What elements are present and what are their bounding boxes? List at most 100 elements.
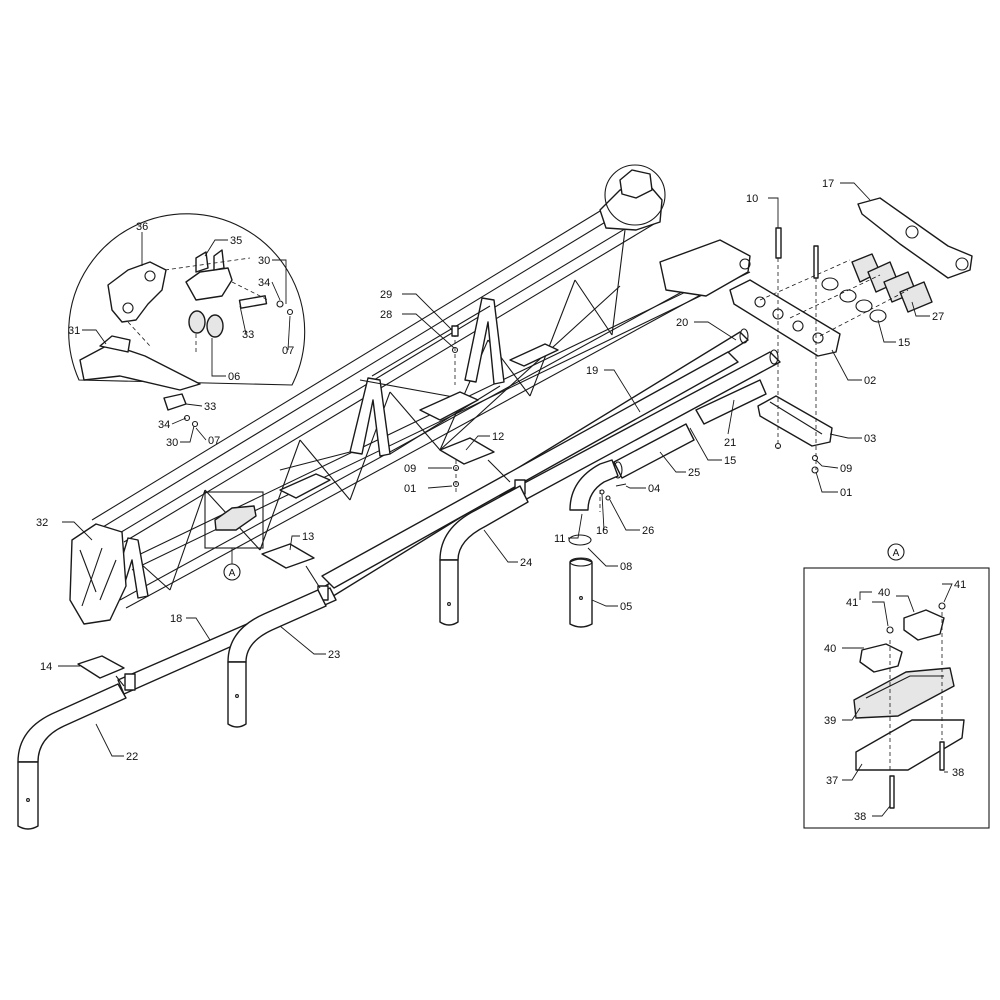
washer-28 <box>451 346 459 354</box>
clamp-plate-12 <box>439 437 495 465</box>
deck-plate <box>509 343 559 367</box>
pipe-19 <box>321 351 739 589</box>
front-end-bracket-detail <box>79 547 117 607</box>
callout-37: 37 <box>826 775 838 787</box>
nut-01 <box>811 466 819 474</box>
callout-01b: 01 <box>840 487 852 499</box>
callout-11: 11 <box>554 533 565 545</box>
callout-18: 18 <box>170 613 182 625</box>
nut <box>774 442 782 450</box>
saddle-plate-03-ridge <box>769 401 823 435</box>
callout-20: 20 <box>676 317 688 329</box>
bolt-38 <box>939 741 945 771</box>
mount-parts-right <box>729 197 973 474</box>
washer-09 <box>452 464 460 472</box>
bracket-plate-36 <box>107 261 167 323</box>
hinge-pin-33 <box>163 393 187 411</box>
nut-01 <box>452 480 460 488</box>
callout-34: 34 <box>258 277 270 289</box>
washer-16 <box>599 489 605 495</box>
washer-09 <box>811 454 819 462</box>
washer-34 <box>276 300 284 308</box>
deck-plate <box>279 473 331 499</box>
callout-07: 07 <box>282 345 294 357</box>
long-bolt <box>813 245 819 279</box>
callout-09: 09 <box>404 463 416 475</box>
callout-41b: 41 <box>846 597 858 609</box>
elbow-pipe-23 <box>227 589 327 663</box>
bracket-17 <box>857 197 973 279</box>
callout-09b: 09 <box>840 463 852 475</box>
rubber-bushing-06 <box>206 314 224 338</box>
callout-26: 26 <box>642 525 654 537</box>
hose-clamp-15 <box>855 299 873 313</box>
nut-41 <box>886 626 894 634</box>
nut-41 <box>938 602 946 610</box>
drop-tube-22 <box>17 761 39 830</box>
callout-40b: 40 <box>824 643 836 655</box>
plate-hole <box>812 332 824 344</box>
callout-16: 16 <box>596 525 608 537</box>
callout-12: 12 <box>492 431 504 443</box>
clamp-bracket-35 <box>185 267 233 301</box>
callout-21: 21 <box>724 437 736 449</box>
boom-truss-frame <box>69 164 751 625</box>
callout-15: 15 <box>898 337 910 349</box>
callout-25: 25 <box>688 467 700 479</box>
callout-33b: 33 <box>204 401 216 413</box>
detail-bracket-31 <box>99 335 131 353</box>
short-tube-21b <box>695 379 767 425</box>
pipe-clamp <box>124 673 136 691</box>
callout-30: 30 <box>258 255 270 267</box>
drop-pipe-24 <box>439 485 529 626</box>
clamp-strap <box>115 459 511 687</box>
mounting-plate-02 <box>729 279 841 357</box>
washer-26 <box>605 495 611 501</box>
mount-bracket-40 <box>903 609 945 641</box>
housing-block-39 <box>853 667 955 719</box>
hose-clamp-15 <box>839 289 857 303</box>
lower-chord-inner <box>125 291 707 609</box>
callout-41: 41 <box>954 579 966 591</box>
callout-07b: 07 <box>208 435 220 447</box>
mount-block-on-frame <box>214 505 257 531</box>
callout-40: 40 <box>878 587 890 599</box>
hose-clamp-15 <box>869 309 887 323</box>
elbow-pipe-22 <box>17 683 127 763</box>
washer-34 <box>183 414 191 422</box>
callout-01: 01 <box>404 483 416 495</box>
rear-end-assembly <box>659 239 751 297</box>
deck-plate <box>419 391 479 421</box>
bolt-10 <box>775 227 782 259</box>
fastener-guide <box>759 258 909 470</box>
elbow-pipe-24 <box>439 485 529 561</box>
callout-32: 32 <box>36 517 48 529</box>
drop-tube-05 <box>569 558 593 628</box>
detail-marker-box: A <box>887 543 905 561</box>
elbow-11 <box>569 459 619 511</box>
callout-28: 28 <box>380 309 392 321</box>
nut-07 <box>191 420 199 428</box>
callout-27: 27 <box>932 311 944 323</box>
tube-hole <box>447 602 451 606</box>
callout-10: 10 <box>746 193 758 205</box>
plate-hole <box>754 296 766 308</box>
housing-block-39-top <box>865 675 944 699</box>
rubber-bushing-06 <box>188 310 206 334</box>
saddle-plate-03 <box>757 395 833 447</box>
detail-marker-frame: A <box>223 563 241 581</box>
a-frame-upright-2 <box>464 297 505 385</box>
tube-hole <box>26 798 30 802</box>
hose-clamp-08 <box>568 534 592 546</box>
tube-hole <box>579 596 583 600</box>
drop-pipe-22 <box>17 683 127 830</box>
drop-tube-05-top <box>569 557 593 567</box>
callout-31: 31 <box>68 325 80 337</box>
tube-hole <box>235 694 239 698</box>
callout-14: 14 <box>40 661 52 673</box>
clamp-bracket-35-ear <box>213 249 225 271</box>
hose-clamp-15 <box>821 277 839 291</box>
callout-08: 08 <box>620 561 632 573</box>
rubber-mount-27 <box>899 281 933 313</box>
plate-hole <box>792 320 804 332</box>
